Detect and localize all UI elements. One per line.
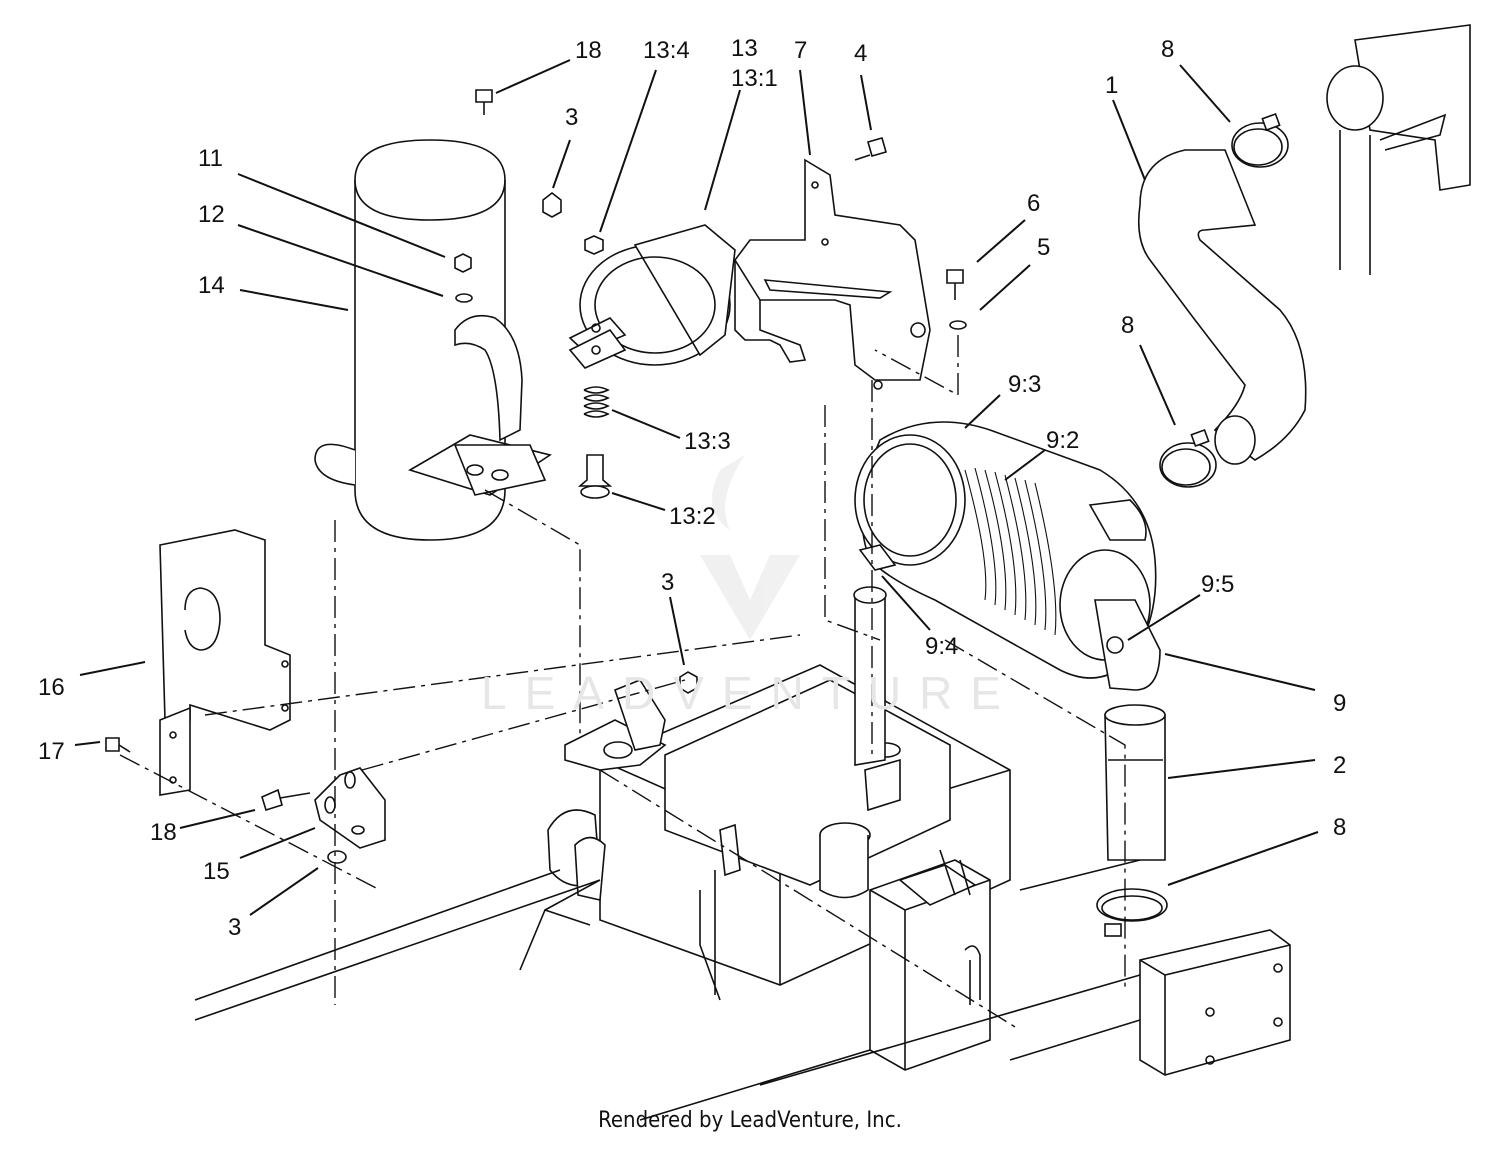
callout-15: 15 <box>203 858 230 885</box>
exhaust-bracket <box>314 767 386 849</box>
hose-clamp-mid <box>1159 428 1217 488</box>
heat-shield <box>159 529 291 796</box>
intake-hose-upper <box>1137 149 1307 465</box>
callout-9-3: 9:3 <box>1008 371 1041 398</box>
callout-18-top: 18 <box>575 37 602 64</box>
assembly-lines <box>119 335 1126 1031</box>
spring <box>583 386 610 418</box>
air-cleaner <box>854 421 1161 691</box>
callout-8-mid: 8 <box>1121 312 1134 339</box>
callout-11: 11 <box>198 145 223 172</box>
callout-17: 17 <box>38 738 65 765</box>
callout-12: 12 <box>198 201 225 228</box>
callout-16: 16 <box>38 674 65 701</box>
hardware <box>105 89 967 864</box>
engine-outlet-pipe <box>1326 24 1471 275</box>
callout-13-4: 13:4 <box>643 37 690 64</box>
callout-14: 14 <box>198 272 225 299</box>
callout-3-top: 3 <box>565 104 578 131</box>
callout-4: 4 <box>854 40 867 67</box>
callout-labels: 18 13:4 13 13:1 7 4 3 11 12 14 6 5 1 8 8… <box>38 35 1346 941</box>
callout-9-4: 9:4 <box>925 633 958 660</box>
hose-clamp-bottom <box>1096 888 1168 937</box>
callout-13-1: 13:1 <box>731 65 778 92</box>
callout-9-5: 9:5 <box>1201 571 1234 598</box>
callout-13-3: 13:3 <box>684 428 731 455</box>
callout-9-2: 9:2 <box>1046 427 1079 454</box>
callout-13-2: 13:2 <box>669 503 716 530</box>
callout-18-bottom: 18 <box>150 819 177 846</box>
callout-5: 5 <box>1037 234 1050 261</box>
mount-bracket <box>734 158 931 390</box>
watermark-logo <box>700 455 800 640</box>
callout-8-top: 8 <box>1161 36 1174 63</box>
callout-8-bottom: 8 <box>1333 814 1346 841</box>
intake-hose-lower <box>1104 704 1166 861</box>
muffler <box>314 139 552 541</box>
hose-clamp-top <box>1231 112 1289 168</box>
callout-3-bottom: 3 <box>228 914 241 941</box>
callout-3-mid: 3 <box>661 569 674 596</box>
callout-13: 13 <box>731 35 758 62</box>
callout-7: 7 <box>794 37 807 64</box>
engine-block <box>547 586 1011 1071</box>
callout-9: 9 <box>1333 690 1346 717</box>
callout-1: 1 <box>1105 72 1118 99</box>
spacer-bolt <box>577 454 613 499</box>
callout-2: 2 <box>1333 752 1346 779</box>
callout-6: 6 <box>1027 190 1040 217</box>
watermark-text: LEADVENTURE <box>481 667 1019 719</box>
footer-credit: Rendered by LeadVenture, Inc. <box>598 1108 902 1133</box>
muffler-clamp <box>568 224 736 369</box>
leader-lines <box>74 59 1319 916</box>
frame-rail <box>194 859 1291 1121</box>
